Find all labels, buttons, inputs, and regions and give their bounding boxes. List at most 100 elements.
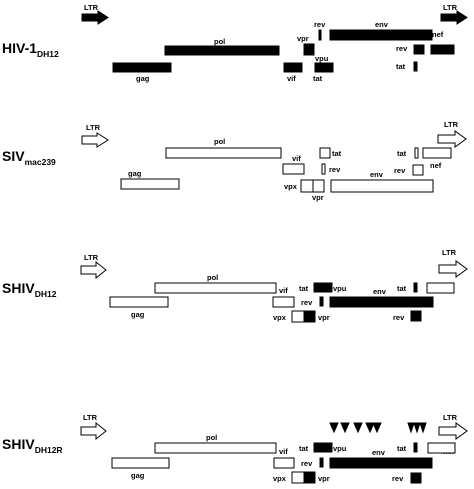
ltr-right-label: LTR [443,3,458,12]
gene-tat-exon2 [413,442,418,453]
mutation-marker [407,422,415,434]
mutation-marker [340,422,350,434]
gene-tat-exon2 [413,61,418,72]
gene-pol [154,442,277,454]
gene-label-tat-2: tat [397,284,407,293]
gene-label-tat-2: tat [396,62,406,71]
panel-title: HIV-1DH12 [2,40,59,59]
gene-label-vif: vif [292,154,301,163]
gene-label-tat-2: tat [397,444,407,453]
gene-label-nef: nef [432,30,444,39]
ltr-right-label: LTR [442,248,457,257]
panel-siv: SIVmac239 LTR LTR pol gag vif vpx vpr ta… [2,120,467,202]
gene-label-vif: vif [287,74,296,83]
ltr-left-arrow [80,260,107,280]
gene-tat-exon1 [320,62,334,73]
gene-rev-exon1 [319,457,324,468]
gene-vif [283,62,303,73]
gene-env [329,29,433,41]
mutation-marker [372,422,382,434]
gene-label-pol: pol [214,37,225,46]
ltr-right-arrow [437,130,467,148]
gene-vpu [314,62,321,73]
gene-label-vpr: vpr [312,193,324,202]
panel-title: SHIVDH12 [2,280,57,299]
gene-label-vpr: vpr [318,313,330,322]
gene-rev-exon2 [413,44,425,55]
gene-rev-exon2 [410,472,422,484]
gene-pol [165,147,282,159]
gene-label-pol: pol [214,137,225,146]
gene-env [329,457,433,469]
ltr-right-label: LTR [443,413,458,422]
gene-gag [120,178,180,190]
gene-vpx [291,471,305,484]
gene-vif [272,296,295,308]
gene-gag [112,62,172,73]
mutation-markers [329,422,427,434]
ltr-left-label: LTR [83,413,98,422]
gene-label-env: env [372,448,386,457]
mutation-marker [413,422,421,434]
gene-label-nef: nef [430,161,442,170]
panel-shiv: SHIVDH12 LTR LTR pol gag vif tat vpu rev… [2,248,468,323]
gene-label-tat-1: tat [313,74,323,83]
gene-rev-exon2 [410,310,422,322]
mutation-marker [353,422,363,434]
gene-label-vpu: vpu [333,444,347,453]
gene-nef [427,442,456,454]
gene-pol [154,282,277,294]
gene-rev-exon1 [321,163,326,175]
gene-label-rev-2: rev [392,474,404,483]
gene-vpr [303,43,315,56]
ltr-left-label: LTR [86,123,101,132]
gene-label-tat-1: tat [299,444,309,453]
ltr-left-arrow [80,421,107,441]
gene-tat-exon1 [313,442,333,453]
gene-label-gag: gag [128,169,142,178]
mutation-marker [329,422,339,434]
gene-label-rev-1: rev [314,20,326,29]
gene-label-rev-2: rev [393,313,405,322]
ltr-right-arrow [440,10,468,25]
gene-rev-exon2 [412,164,424,176]
gene-label-vpx: vpx [284,182,298,191]
ltr-left-arrow [81,10,109,25]
gene-nef [430,44,455,55]
gene-label-tat-1: tat [332,149,342,158]
gene-vpr [303,471,316,484]
gene-label-rev-2: rev [394,166,406,175]
gene-vpr [312,179,325,193]
gene-label-env: env [370,170,384,179]
gene-label-rev-1: rev [301,298,313,307]
gene-label-vif: vif [279,447,288,456]
gene-rev-exon1 [318,29,322,41]
gene-label-tat-1: tat [299,284,309,293]
ltr-left-label: LTR [84,3,99,12]
mutation-marker [365,422,375,434]
gene-label-env: env [373,287,387,296]
gene-env [329,296,434,308]
gene-label-gag: gag [136,74,150,83]
gene-label-vpx: vpx [273,474,287,483]
gene-label-rev-1: rev [301,459,313,468]
gene-env [330,179,434,193]
mutation-marker [419,422,427,434]
gene-vpx [300,179,314,193]
gene-gag [109,296,169,308]
gene-label-env: env [375,20,389,29]
gene-label-vpx: vpx [273,313,287,322]
gene-label-vpu: vpu [333,284,347,293]
ltr-left-label: LTR [84,253,99,262]
gene-label-gag: gag [131,310,145,319]
ltr-left-arrow [81,132,109,148]
gene-nef [422,147,452,159]
gene-rev-exon1 [319,296,324,307]
gene-tat-exon1 [319,147,331,159]
gene-tat-exon1 [313,282,333,293]
gene-gag [111,457,170,469]
ltr-right-arrow [438,260,468,278]
panel-hiv1: HIV-1DH12 LTR LTR pol gag vif vpr rev vp… [2,3,468,83]
gene-tat-exon2 [413,282,418,293]
